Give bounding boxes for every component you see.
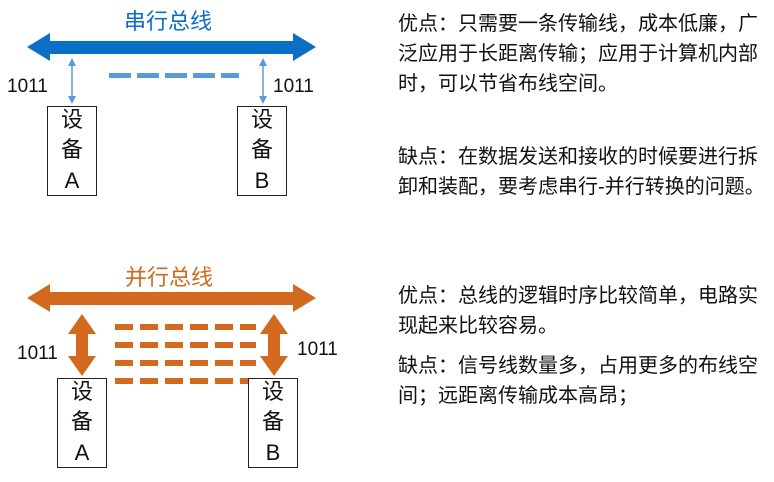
device-label-line1: 设 (261, 380, 284, 405)
serial-advantages: 优点：只需要一条传输线，成本低廉，广泛应用于长距离传输；应用于计算机内部时，可以… (398, 11, 758, 95)
parallel-device-a: 设 备 A (57, 378, 107, 468)
device-label-letter: A (64, 168, 80, 193)
parallel-left-value: 1011 (17, 343, 58, 364)
parallel-right-value: 1011 (297, 339, 338, 360)
serial-right-value: 1011 (273, 76, 314, 97)
serial-disadvantages: 缺点：在数据发送和接收的时候要进行拆卸和装配，要考虑串行-并行转换的问题。 (398, 144, 765, 198)
parallel-bus-title: 并行总线 (124, 266, 213, 291)
parallel-disadvantages: 缺点：信号线数量多，占用更多的布线空间；远距离传输成本高昂； (398, 353, 758, 407)
device-label-line2: 备 (261, 410, 284, 435)
serial-device-b: 设 备 B (237, 106, 287, 196)
device-label-line2: 备 (60, 138, 83, 163)
serial-bus-arrow (27, 33, 316, 61)
serial-bus-title: 串行总线 (123, 10, 212, 35)
parallel-connector-b (260, 314, 288, 376)
parallel-signal-lines (115, 324, 256, 384)
serial-connector-b (259, 58, 267, 104)
device-label-line2: 备 (70, 410, 93, 435)
serial-signal-line (109, 73, 239, 78)
device-label-letter: B (265, 440, 281, 465)
parallel-connector-a (68, 314, 96, 376)
device-label-letter: B (254, 168, 270, 193)
parallel-bus-arrow (27, 284, 316, 312)
device-label-letter: A (74, 440, 90, 465)
parallel-device-b: 设 备 B (248, 378, 298, 468)
device-label-line1: 设 (70, 380, 93, 405)
device-label-line1: 设 (250, 108, 273, 133)
serial-left-value: 1011 (7, 76, 48, 97)
serial-device-a: 设 备 A (47, 106, 97, 196)
parallel-advantages: 优点：总线的逻辑时序比较简单，电路实现起来比较容易。 (398, 283, 758, 337)
device-label-line2: 备 (250, 138, 273, 163)
serial-connector-a (68, 58, 76, 104)
device-label-line1: 设 (60, 108, 83, 133)
